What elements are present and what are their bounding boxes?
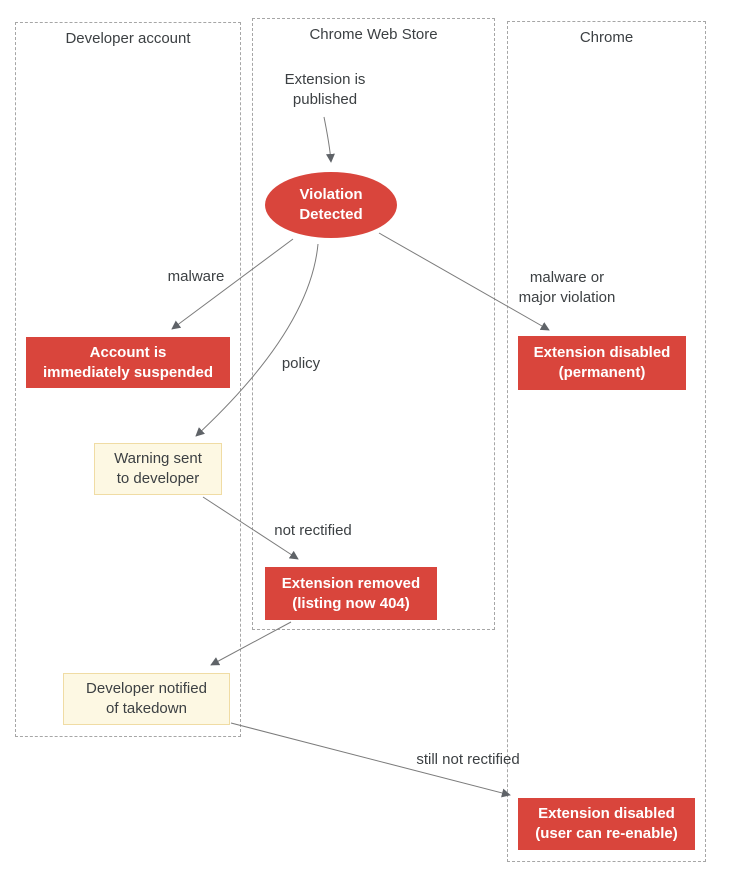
lane-title-developer-account: Developer account [65,30,191,47]
lane-chrome-web-store: Chrome Web Store [252,18,495,630]
edge-label-still-not-rectified: still not rectified [416,751,520,768]
lane-title-chrome-web-store: Chrome Web Store [309,26,438,43]
node-warning-sent: Warning sent to developer [94,443,222,495]
edge-label-malware: malware [167,268,225,285]
lane-developer-account: Developer account [15,22,241,737]
node-extension-removed: Extension removed (listing now 404) [265,567,437,620]
edge-label-malware-or-major-violation: malware or major violation [518,269,616,306]
edge-label-not-rectified: not rectified [274,522,352,539]
edge-label-policy: policy [281,355,321,372]
lane-chrome: Chrome [507,21,706,862]
edge-warning-to-extension-removed [202,496,299,560]
edge-removed-to-developer-notified [210,621,292,666]
edge-violation-to-warning-sent [195,243,319,437]
lane-title-chrome: Chrome [579,29,634,46]
node-extension-disabled-reenable: Extension disabled (user can re-enable) [518,798,695,850]
node-account-suspended: Account is immediately suspended [26,337,230,388]
node-extension-disabled-permanent: Extension disabled (permanent) [518,336,686,390]
node-developer-notified: Developer notified of takedown [63,673,230,725]
edge-violation-to-disabled-permanent [378,232,550,331]
edge-violation-to-account-suspended [171,238,294,330]
node-violation-detected: Violation Detected [265,172,397,238]
edge-published-to-violation [323,116,335,163]
node-extension-published: Extension is published [284,71,366,108]
edge-notified-to-disabled-reenable [230,722,511,798]
